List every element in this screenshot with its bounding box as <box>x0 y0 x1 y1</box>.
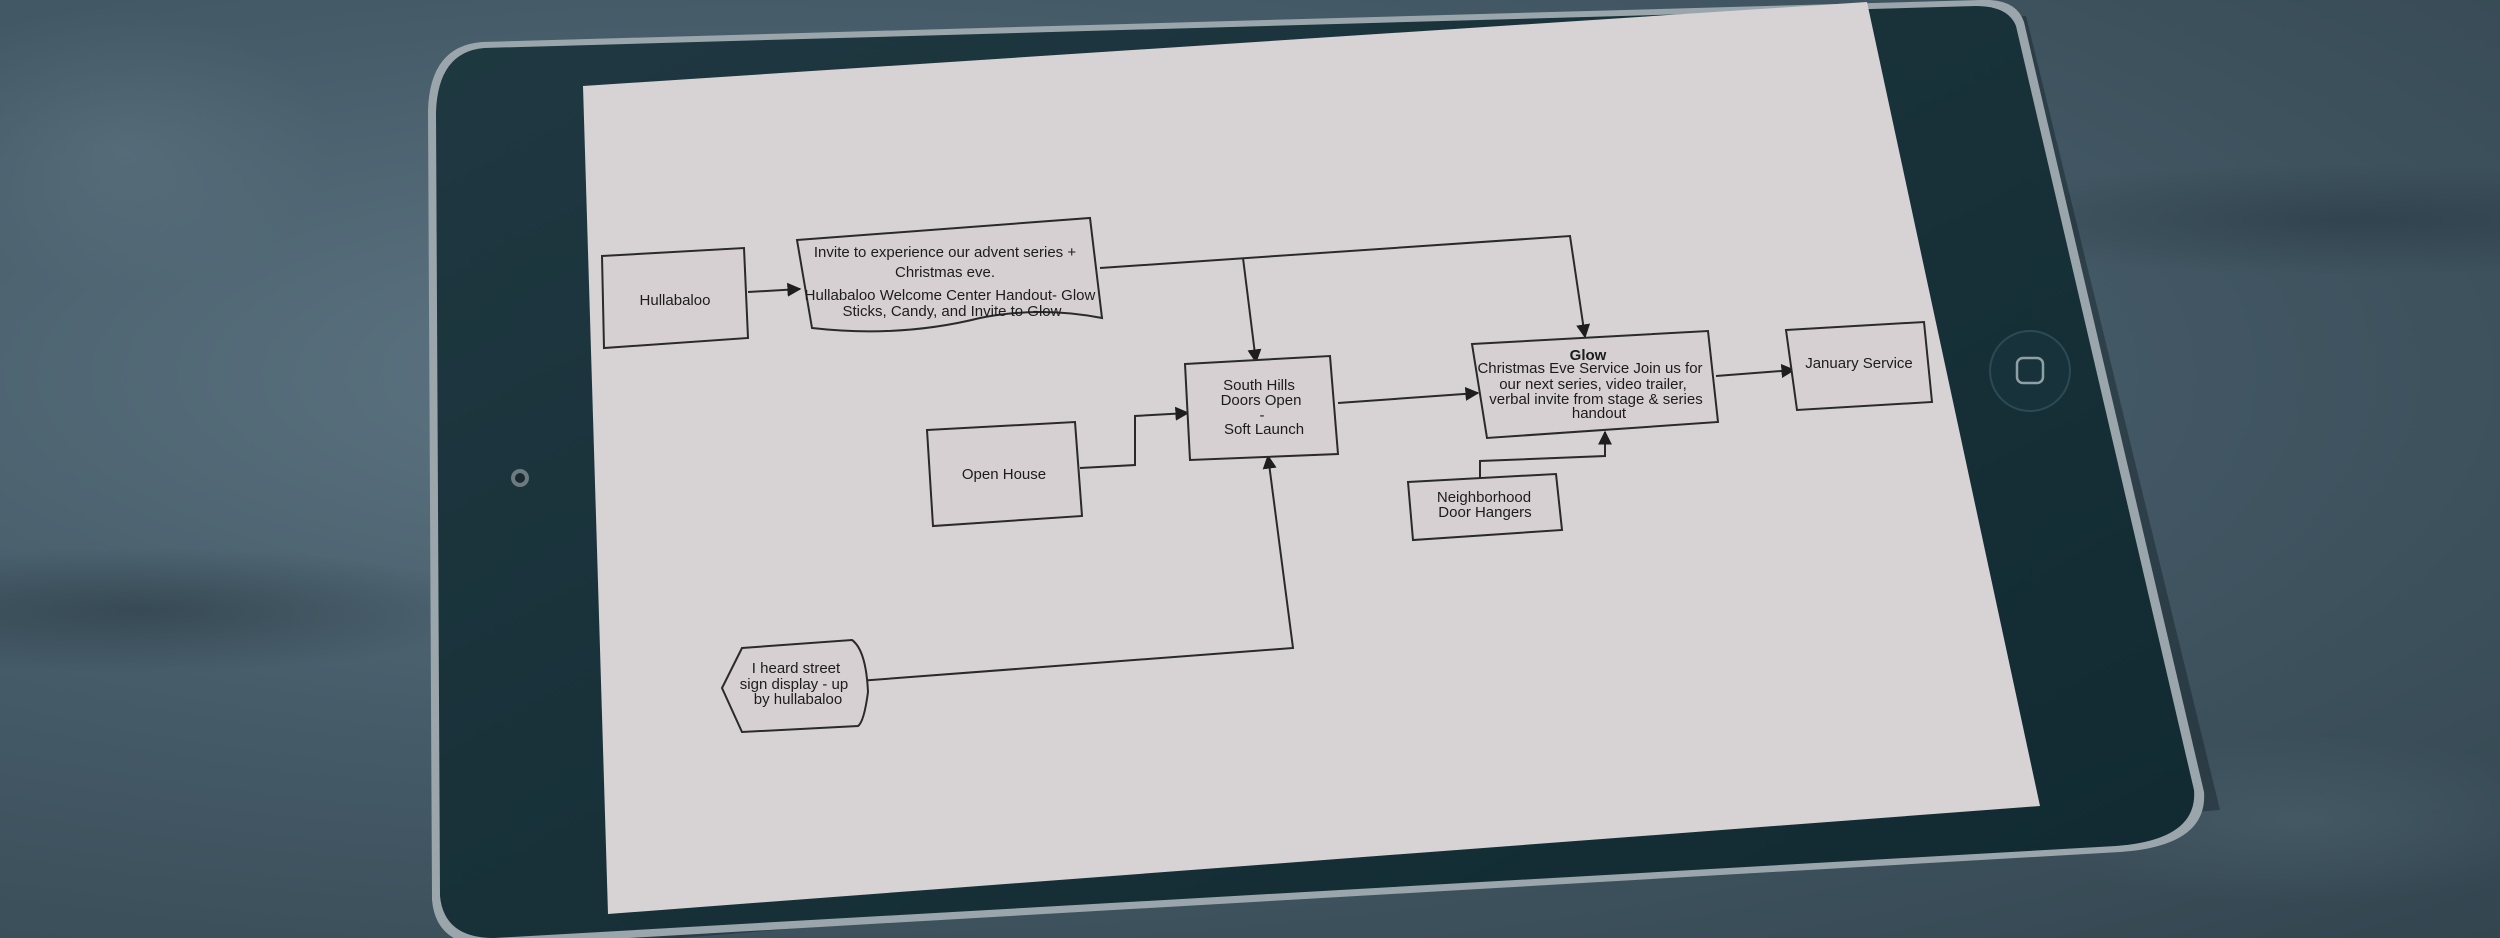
node-glow-line-1: Christmas Eve Service Join us for <box>1477 360 1702 377</box>
node-january-label: January Service <box>1805 355 1913 372</box>
node-glow-line-4: handout <box>1572 405 1627 422</box>
node-street-sign-line-1: I heard street <box>752 660 841 677</box>
node-hullabaloo-label: Hullabaloo <box>640 292 711 309</box>
node-invite-line-5: Sticks, Candy, and Invite to Glow <box>843 303 1062 320</box>
node-january-service[interactable]: January Service <box>1786 322 1932 410</box>
node-open-house-label: Open House <box>962 466 1046 483</box>
node-south-hills[interactable]: South Hills Doors Open - Soft Launch <box>1185 356 1338 460</box>
screen <box>583 2 2040 914</box>
node-glow[interactable]: Glow Christmas Eve Service Join us for o… <box>1472 331 1718 438</box>
node-south-hills-line-4: Soft Launch <box>1224 421 1304 438</box>
node-open-house[interactable]: Open House <box>927 422 1082 526</box>
node-hangers-line-2: Door Hangers <box>1438 504 1531 521</box>
node-invite-line-1: Invite to experience our advent series + <box>814 244 1076 261</box>
node-hullabaloo[interactable]: Hullabaloo <box>602 248 748 348</box>
node-invite-line-4: Hullabaloo Welcome Center Handout- Glow <box>805 287 1096 304</box>
node-street-sign-line-3: by hullabaloo <box>754 691 842 708</box>
node-street-sign[interactable]: I heard street sign display - up by hull… <box>722 640 868 732</box>
home-button[interactable] <box>1990 331 2070 411</box>
node-invite-line-2: Christmas eve. <box>895 264 995 281</box>
node-door-hangers[interactable]: Neighborhood Door Hangers <box>1408 474 1562 540</box>
